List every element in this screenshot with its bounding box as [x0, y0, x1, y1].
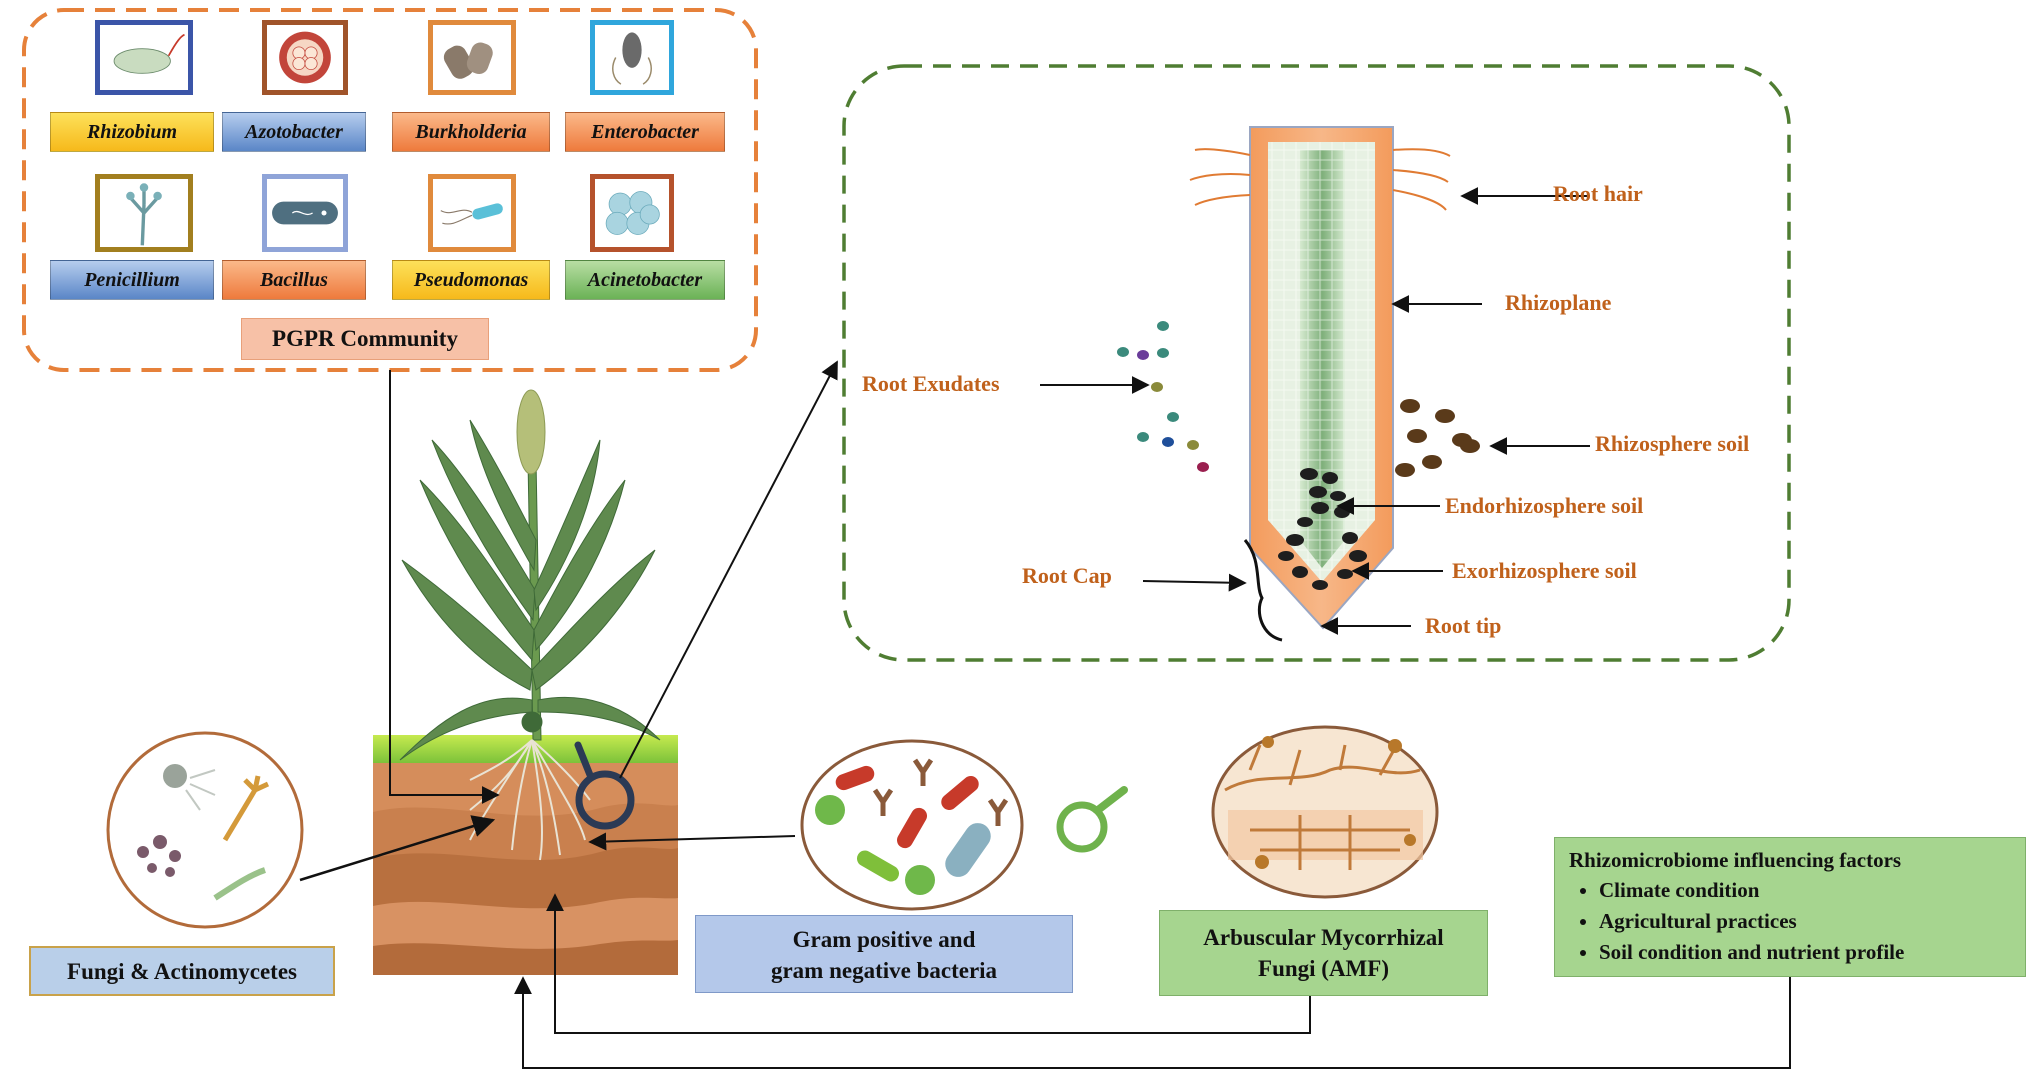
enterobacter-icon	[590, 20, 674, 95]
fungi-actinomycetes-label: Fungi & Actinomycetes	[29, 946, 335, 996]
amf-label: Arbuscular Mycorrhizal Fungi (AMF)	[1159, 910, 1488, 996]
root-exudates-label: Root Exudates	[862, 371, 1000, 396]
rhizoplane-label: Rhizoplane	[1505, 290, 1612, 315]
pseudomonas-icon	[428, 174, 516, 252]
pgpr-genus-label: Rhizobium	[50, 112, 214, 152]
bacillus-icon	[262, 174, 348, 252]
bacteria-circle-illustration	[800, 739, 1024, 911]
gram-bacteria-line-2: gram negative bacteria	[770, 958, 998, 983]
influencing-factors-title: Rhizomicrobiome influencing factors	[1569, 848, 1902, 872]
endorhizosphere-soil-label: Endorhizosphere soil	[1445, 493, 1644, 518]
root-zoom-frame	[842, 64, 1791, 662]
pgpr-genus-label: Enterobacter	[565, 112, 725, 152]
soil-block	[373, 735, 678, 975]
green-magnifier-icon	[1056, 786, 1128, 853]
amf-line-1: Arbuscular Mycorrhizal	[1203, 925, 1444, 950]
azotobacter-icon	[262, 20, 348, 95]
pgpr-genus-label: Pseudomonas	[392, 260, 550, 300]
plant-illustration	[399, 389, 661, 761]
influencing-factor-item: Soil condition and nutrient profile	[1599, 937, 2011, 968]
rhizosphere-particles	[1395, 399, 1480, 477]
connector-arrows	[299, 187, 1791, 1069]
fungi-actinomycetes-text: Fungi & Actinomycetes	[67, 958, 297, 984]
pgpr-genus-label: Azotobacter	[222, 112, 366, 152]
root-cap-label: Root Cap	[1022, 563, 1112, 588]
pgpr-genus-label: Bacillus	[222, 260, 366, 300]
fungi-circle-illustration	[106, 731, 304, 929]
root-section	[1189, 126, 1451, 642]
acinetobacter-icon	[590, 174, 674, 252]
root-hair-label: Root hair	[1553, 181, 1643, 206]
rhizobium-icon	[95, 20, 193, 95]
magnifier-icon	[574, 741, 635, 830]
amf-circle-illustration	[1211, 725, 1439, 899]
root-exudate-particles	[1117, 321, 1209, 472]
pgpr-genus-label: Burkholderia	[392, 112, 550, 152]
pgpr-genus-label: Acinetobacter	[565, 260, 725, 300]
gram-bacteria-label: Gram positive and gram negative bacteria	[695, 915, 1073, 993]
pgpr-community-label: PGPR Community	[241, 318, 489, 360]
rhizosphere-soil-label: Rhizosphere soil	[1595, 431, 1750, 456]
gram-bacteria-line-1: Gram positive and	[792, 927, 976, 952]
pgpr-genus-label: Penicillium	[50, 260, 214, 300]
exorhizosphere-soil-label: Exorhizosphere soil	[1452, 558, 1637, 583]
influencing-factors-list: Climate condition Agricultural practices…	[1569, 875, 2011, 968]
influencing-factor-item: Climate condition	[1599, 875, 2011, 906]
burkholderia-icon	[428, 20, 516, 95]
root-tip-label: Root tip	[1425, 613, 1502, 638]
penicillium-icon	[95, 174, 193, 252]
amf-line-2: Fungi (AMF)	[1258, 956, 1389, 981]
influencing-factors-box: Rhizomicrobiome influencing factors Clim…	[1554, 837, 2026, 977]
influencing-factor-item: Agricultural practices	[1599, 906, 2011, 937]
